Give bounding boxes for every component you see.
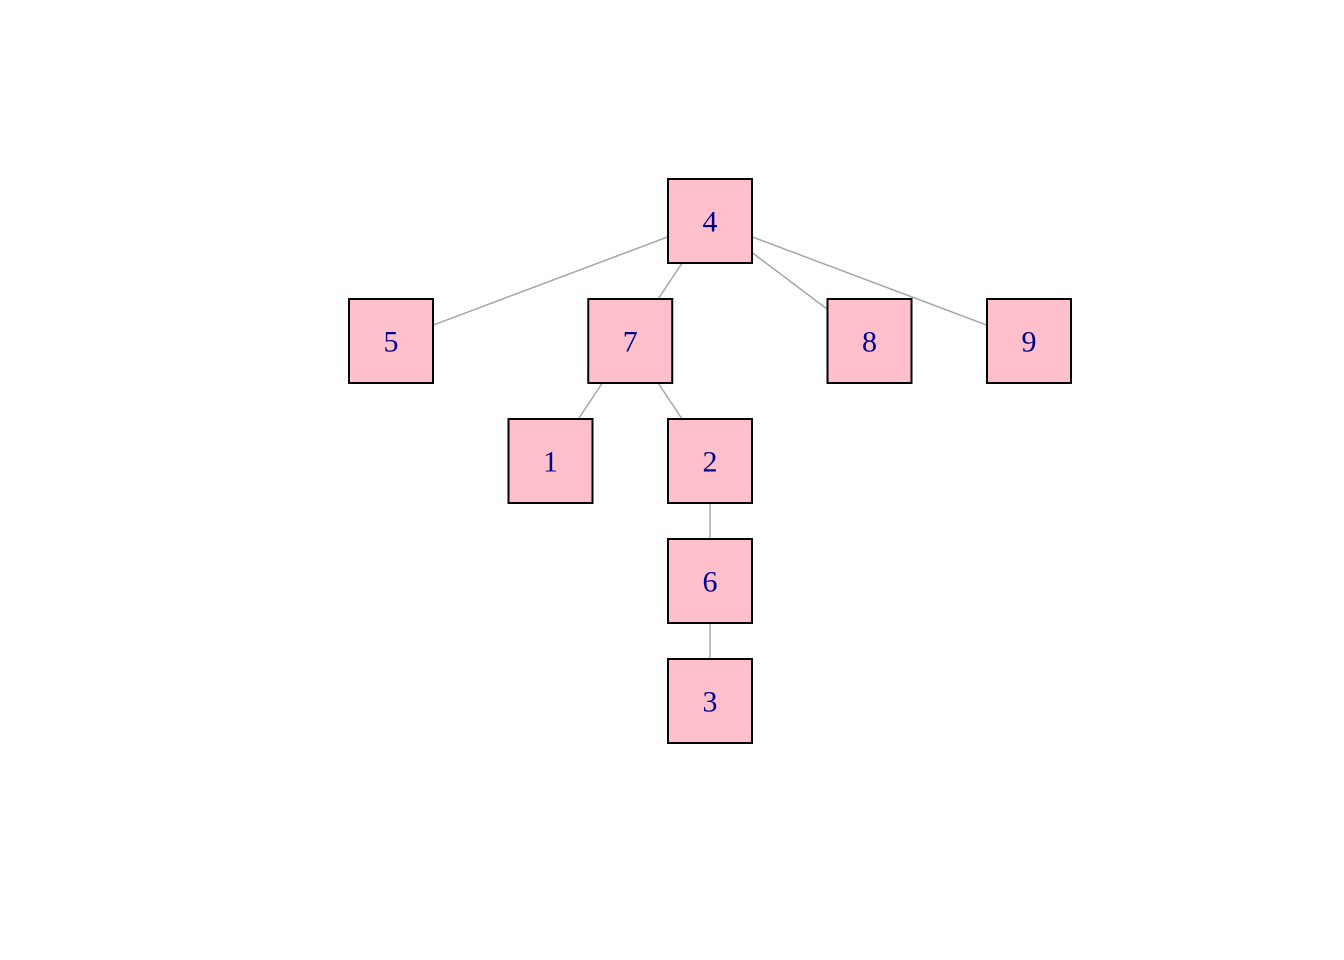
node-box [667,418,753,504]
node-7: 7 [587,298,674,384]
node-9: 9 [986,298,1072,384]
node-box [667,658,753,744]
node-label: 2 [703,446,718,479]
node-8: 8 [826,298,913,384]
node-5: 5 [348,298,434,384]
node-6: 6 [667,538,753,624]
edge-7-2 [657,382,683,420]
node-box [667,538,753,624]
node-label: 8 [862,326,877,359]
node-label: 7 [623,326,638,359]
node-box [986,298,1072,384]
edges-layer [432,236,988,659]
edge-4-7 [657,262,683,300]
node-label: 4 [703,206,718,239]
nodes-layer: 4 5 7 8 9 1 2 6 3 [348,178,1072,744]
node-label: 3 [703,686,718,719]
edge-4-9 [751,236,988,326]
node-box [587,298,674,384]
node-1: 1 [507,418,594,504]
edge-4-8 [751,251,828,311]
node-label: 9 [1022,326,1037,359]
node-label: 1 [543,446,558,479]
edge-4-5 [432,236,669,326]
node-2: 2 [667,418,753,504]
node-box [348,298,434,384]
node-box [667,178,753,264]
node-label: 5 [384,326,399,359]
node-4: 4 [667,178,753,264]
node-3: 3 [667,658,753,744]
node-box [826,298,913,384]
node-label: 6 [703,566,718,599]
node-box [507,418,594,504]
edge-7-1 [577,382,603,420]
